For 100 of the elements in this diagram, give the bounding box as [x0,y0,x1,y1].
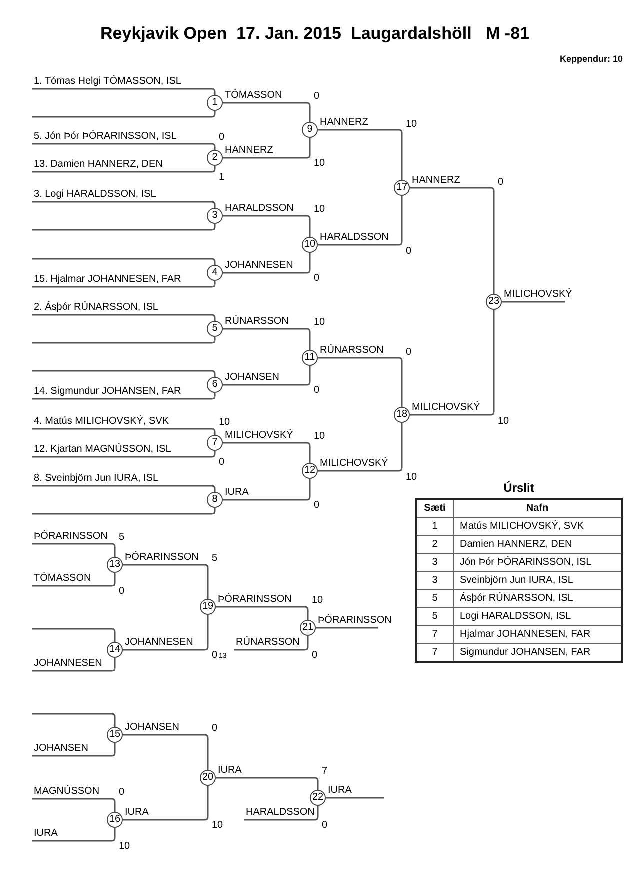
score-text: 0 [119,788,125,798]
bracket-line [223,328,311,350]
match-circle: 7 [207,435,223,451]
match-circle: 6 [207,377,223,393]
table-cell: 7 [417,625,453,643]
winner-name: MILICHOVSKÝ [412,402,480,414]
score-text: 10 [314,159,326,169]
column-header: Sæti [423,502,447,516]
winner-name: TÓMASSON [225,90,282,102]
score-text: 10 [406,119,418,131]
table-cell: Hjalmar JOHANNESEN, FAR [453,625,621,643]
score-text: 10 [406,472,418,484]
bracket-line [318,129,403,180]
score-text: 10 [314,432,326,442]
winner-name: JOHANSEN [34,743,88,755]
match-circle: 15 [107,727,123,743]
match-circle: 2 [207,150,223,166]
winner-name: JOHANSEN [225,372,280,384]
bracket-line [318,357,403,407]
bracket-line [32,393,216,400]
bracket-line [318,196,403,246]
match-circle: 19 [200,599,216,615]
title: Reykjavik Open 17. Jan. 2015 Laugardalshöll M -81 [100,24,530,44]
match-circle: 20 [200,770,216,786]
score-text: 5 [212,554,218,564]
match-circle: 5 [207,321,223,337]
bracket-line [32,798,116,812]
bracket-line [32,370,216,377]
score-text: 10 [314,318,326,328]
player-name: 15. Hjalmar JOHANNESEN, FAR [34,274,182,286]
table-cell: Sigmundur JOHANSEN, FAR [453,643,621,661]
bracket-line [223,442,311,463]
score-text: 0 [498,177,504,189]
bracket-line [244,806,319,821]
winner-name: IURA [328,785,352,797]
player-name: 13. Damien HANNERZ, DEN [34,159,163,171]
player-name: 8. Sveinbjörn Jun IURA, ISL [34,473,159,485]
bracket-line [223,102,311,122]
winner-name: RÚNARSSON [236,637,300,649]
bracket-line [410,187,495,294]
bracket-line [123,615,209,651]
score-text: 0 [406,347,412,359]
table-cell: Damien HANNERZ, DEN [453,535,621,553]
bracket-line [123,564,209,599]
bracket-line [32,224,216,231]
winner-name: IURA [225,487,249,499]
player-name: 3. Logi HARALDSSON, ISL [34,189,156,201]
table-cell: Sveinbjörn Jun IURA, ISL [453,571,621,589]
winner-name: IURA [34,828,58,840]
winner-name: JOHANNESEN [34,658,102,670]
table-cell: 3 [417,571,453,589]
match-circle: 18 [394,407,410,423]
table-cell: Matús MILICHOVSKÝ, SVK [453,517,621,535]
winner-name: ÞÓRARINSSON [125,552,199,564]
winner-name: HANNERZ [412,175,460,187]
match-circle: 9 [302,122,318,138]
column-header: Nafn [453,500,621,517]
player-name: 5. Jón Þór ÞÓRARINSSON, ISL [34,131,177,143]
table-cell: 5 [417,607,453,625]
table-cell: 3 [417,553,453,571]
winner-name: ÞÓRARINSSON [318,615,392,627]
winner-name: ÞÓRARINSSON [218,594,292,606]
bracket-line [223,138,311,159]
match-circle: 8 [207,492,223,508]
bracket-line [32,314,216,321]
score-text: 0 [322,821,328,831]
score-text: 0 [219,133,225,143]
match-circle: 12 [302,463,318,479]
score-text: 0 [406,246,412,258]
winner-name: HARALDSSON [320,232,389,244]
match-circle: 14 [107,642,123,658]
table-cell: Jón Þór ÞÓRARINSSON, ISL [453,553,621,571]
bracket-line [32,743,116,757]
winner-name: JOHANSEN [125,722,180,734]
bracket-line [32,281,216,288]
bracket-line [32,258,216,265]
winner-name: HANNERZ [320,117,368,129]
score-text: 0 [212,724,218,734]
match-circle: 17 [394,180,410,196]
match-circle: 13 [107,557,123,573]
match-circle: 1 [207,95,223,111]
winner-name: TÓMASSON [34,573,92,585]
bracket-line [32,451,216,458]
winner-name: HANNERZ [225,145,274,157]
winner-name: MAGNÚSSON [34,786,100,798]
match-circle: 4 [207,265,223,281]
score-text: 10 [312,596,324,606]
winner-name: HARALDSSON [225,203,294,215]
player-name: 2. Ásþór RÚNARSSON, ISL [34,302,158,314]
winner-name: RÚNARSSON [320,345,384,357]
score-text: 7 [322,767,328,777]
match-circle: 16 [107,812,123,828]
bracket-line [32,713,116,727]
winner-name: IURA [218,765,242,777]
bracket-line [32,337,216,344]
match-circle: 11 [302,350,318,366]
bracket-line [326,797,384,799]
bracket-line [216,777,319,790]
match-circle: 3 [207,208,223,224]
table-cell: 2 [417,535,453,553]
